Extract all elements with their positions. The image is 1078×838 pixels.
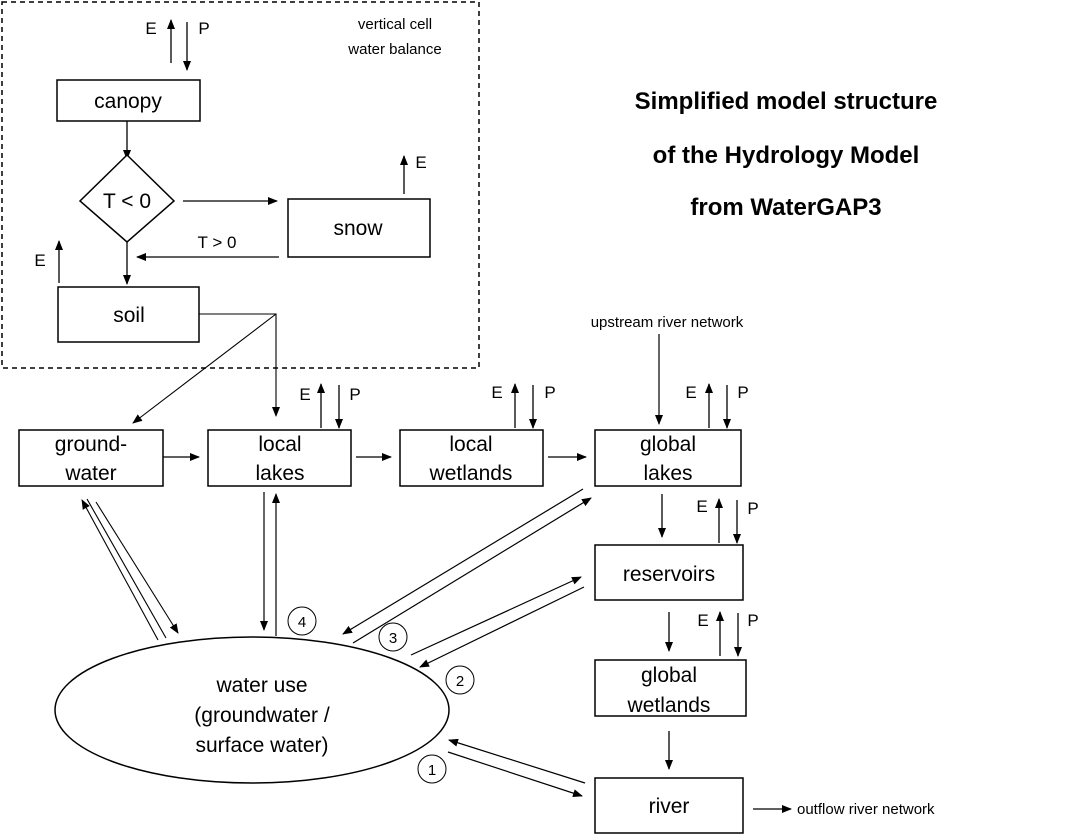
water-use-label-1: water use [215, 674, 307, 697]
canopy-e-label: E [145, 19, 156, 38]
circle-4-label: 4 [298, 614, 306, 631]
vertical-balance-label-2: water balance [347, 41, 441, 58]
global-lakes-label-2: lakes [643, 462, 692, 485]
circle-2-label: 2 [456, 673, 464, 690]
snow-box [287, 198, 431, 258]
reservoirs-e-p-arrows: E P [696, 497, 759, 544]
circle-3 [378, 622, 408, 652]
title-line-2: of the Hydrology Model [653, 142, 920, 169]
global-wetlands-p-label: P [747, 611, 758, 630]
reservoirs-box [594, 544, 744, 601]
local-wetlands-e-label: E [491, 383, 502, 402]
circle-1 [417, 754, 447, 784]
local-lakes-e-label: E [299, 385, 310, 404]
title-line-3: from WaterGAP3 [690, 194, 881, 221]
local-lakes-label-2: lakes [255, 462, 304, 485]
global-lakes-box [594, 429, 742, 487]
reservoirs-label: reservoirs [623, 563, 715, 586]
global-lakes-e-p-arrows: E P [685, 383, 749, 429]
water-use-ellipse [54, 636, 450, 784]
groundwater-label-1: ground- [55, 433, 127, 456]
snow-e-label: E [415, 153, 426, 172]
circle-4 [287, 606, 317, 636]
global-wetlands-label-1: global [641, 664, 697, 687]
reservoirs-p-label: P [747, 499, 758, 518]
canopy-p-label: P [198, 19, 209, 38]
local-wetlands-box [399, 429, 544, 487]
local-wetlands-label-2: wetlands [429, 462, 513, 485]
global-lakes-label-1: global [640, 433, 696, 456]
soil-label: soil [113, 304, 145, 327]
local-wetlands-e-p-arrows: E P [491, 383, 556, 429]
vertical-balance-label-1: vertical cell [358, 16, 432, 33]
soil-e-label: E [34, 251, 45, 270]
local-wetlands-p-label: P [544, 383, 555, 402]
global-wetlands-box [594, 659, 747, 717]
upstream-river-label: upstream river network [591, 314, 744, 331]
circle-3-label: 3 [389, 630, 397, 647]
outflow-river-label: outflow river network [797, 801, 935, 818]
global-lakes-e-label: E [685, 383, 696, 402]
local-wetlands-label-1: local [449, 433, 492, 456]
global-wetlands-e-label: E [697, 611, 708, 630]
canopy-label: canopy [94, 90, 162, 113]
vertical-balance-frame [1, 1, 480, 369]
snow-label: snow [333, 217, 383, 240]
global-lakes-p-label: P [737, 383, 748, 402]
canopy-box [56, 79, 201, 122]
title-line-1: Simplified model structure [635, 88, 938, 115]
water-use-label-3: surface water) [195, 734, 328, 757]
local-lakes-e-p-arrows: E P [299, 383, 361, 429]
branch-t-label: T > 0 [198, 233, 237, 252]
local-lakes-box [207, 429, 352, 487]
river-box [594, 777, 744, 834]
groundwater-box [18, 429, 164, 487]
global-wetlands-e-p-arrows: E P [697, 611, 759, 657]
local-lakes-p-label: P [349, 385, 360, 404]
river-label: river [649, 795, 690, 818]
water-use-label-2: (groundwater / [194, 704, 330, 727]
local-lakes-label-1: local [258, 433, 301, 456]
canopy-e-p-arrows: E P [145, 19, 210, 71]
global-wetlands-label-2: wetlands [627, 694, 711, 717]
circle-2 [445, 665, 475, 695]
circle-1-label: 1 [428, 762, 436, 779]
groundwater-label-2: water [64, 462, 116, 485]
decision-label: T < 0 [103, 190, 151, 213]
reservoirs-e-label: E [696, 497, 707, 516]
